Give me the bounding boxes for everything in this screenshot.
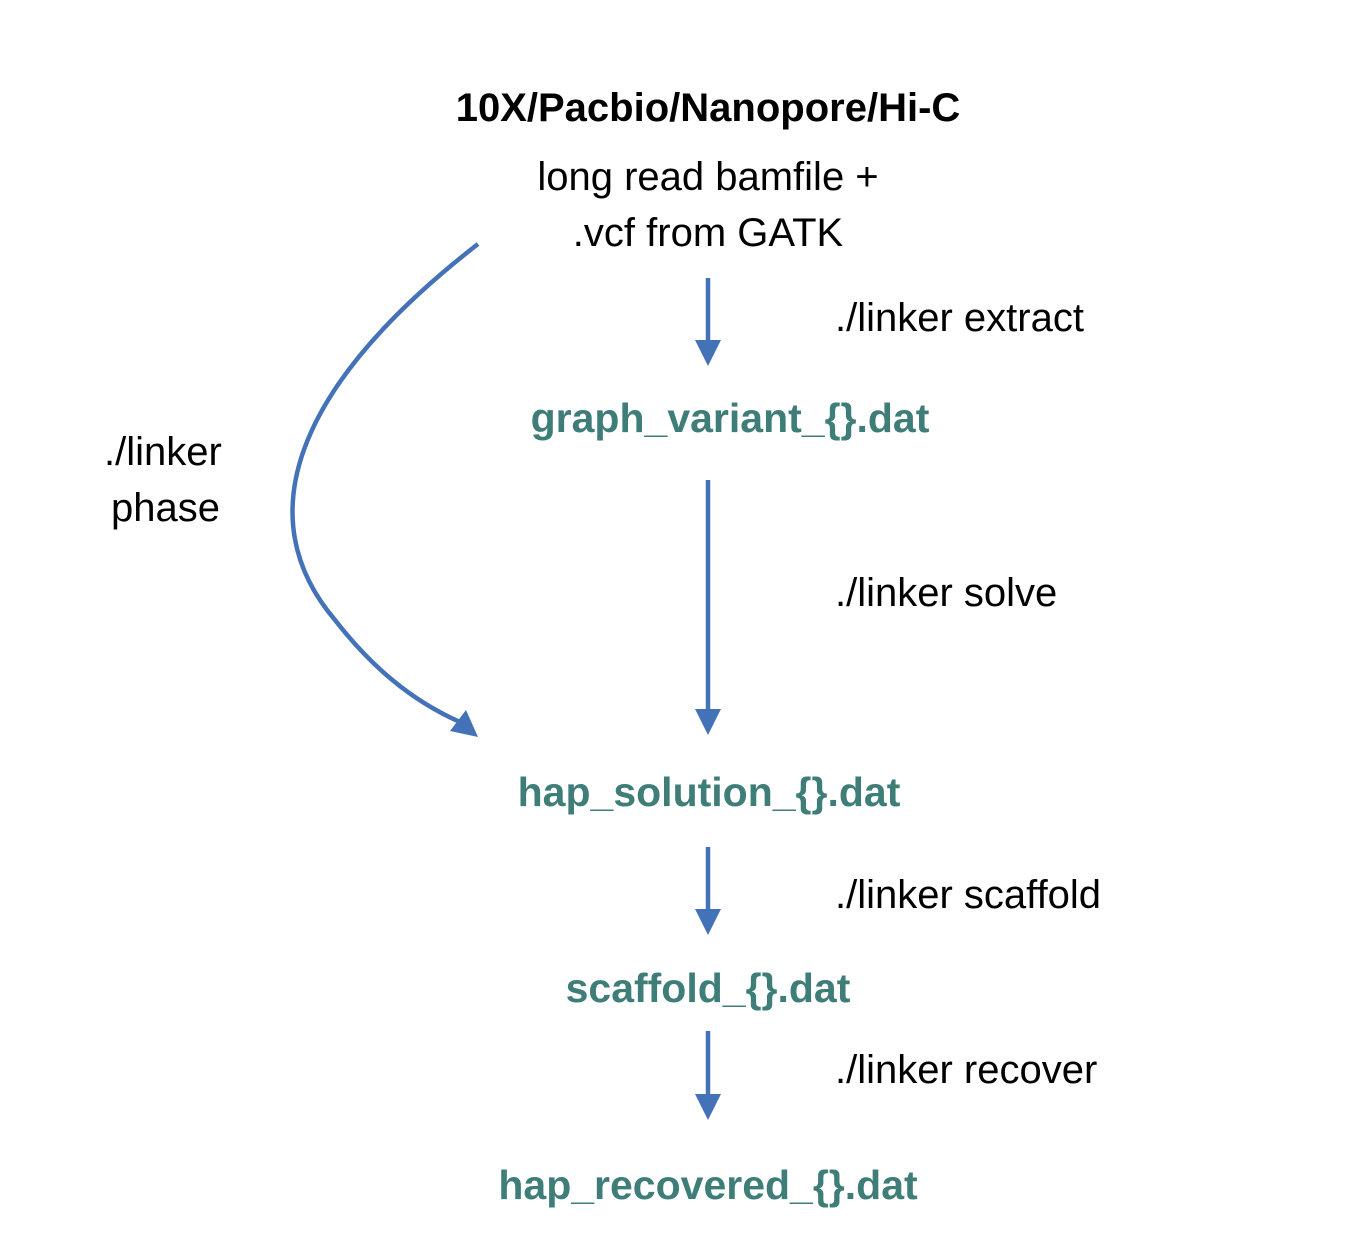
- input-line-vcf: .vcf from GATK: [572, 211, 844, 255]
- scaffold-arrow-head: [695, 909, 721, 935]
- cmd-phase-label-line1: ./linker: [104, 430, 222, 474]
- extract-arrow-head: [695, 340, 721, 366]
- node-hap-recovered: hap_recovered_{}.dat: [498, 1162, 918, 1208]
- input-line-bamfile: long read bamfile +: [537, 155, 879, 199]
- arrows-group: [290, 242, 721, 1120]
- node-scaffold: scaffold_{}.dat: [565, 965, 851, 1011]
- recover-arrow-head: [695, 1094, 721, 1120]
- cmd-scaffold-label: ./linker scaffold: [835, 873, 1102, 917]
- phase-arrow-curve: [290, 242, 480, 725]
- phase-arrow-head: [450, 710, 478, 737]
- node-graph-variant: graph_variant_{}.dat: [530, 395, 930, 441]
- cmd-phase-label-line2: phase: [111, 486, 220, 530]
- input-sources-title: 10X/Pacbio/Nanopore/Hi-C: [455, 86, 961, 130]
- cmd-recover-label: ./linker recover: [835, 1048, 1098, 1092]
- node-hap-solution: hap_solution_{}.dat: [517, 769, 901, 815]
- solve-arrow-head: [695, 709, 721, 735]
- cmd-extract-label: ./linker extract: [835, 296, 1084, 340]
- cmd-solve-label: ./linker solve: [835, 571, 1058, 615]
